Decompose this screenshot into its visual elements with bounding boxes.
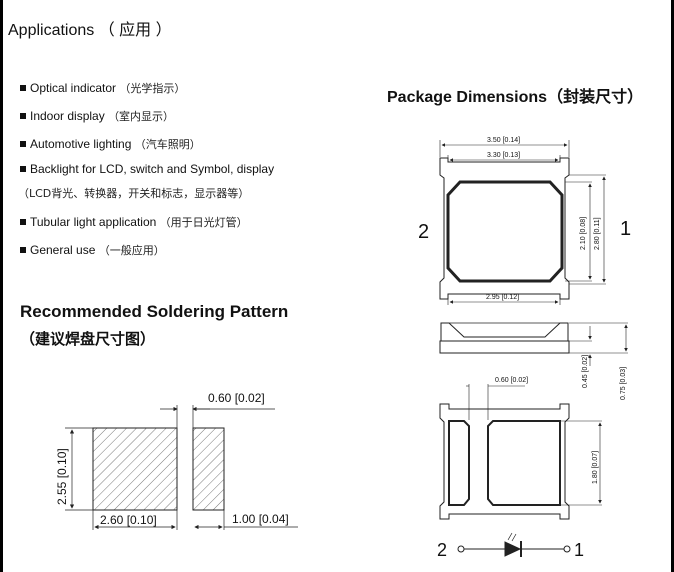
package-outline [439, 157, 570, 300]
dim-outer-width: 3.50 [0.14] [487, 137, 520, 144]
diode-pin-right: 1 [574, 540, 584, 560]
list-item-label: Indoor display [30, 109, 105, 123]
bullet-icon [20, 166, 26, 172]
dim-bottom-width: 2.95 [0.12] [486, 294, 519, 301]
dim-inner-width: 3.30 [0.13] [487, 152, 520, 159]
bullet-icon [20, 219, 26, 225]
bottom-outline [439, 403, 570, 520]
pin-left-label: 2 [418, 221, 429, 243]
dim-height-label: 2.55 [0.10] [55, 448, 69, 505]
list-item-continuation: （LCD背光、转换器，开关和标志，显示器等） [18, 185, 249, 201]
right-border [671, 0, 674, 572]
package-side-view [439, 322, 628, 366]
package-base [439, 340, 570, 354]
list-item: General use （一般应用） [20, 242, 165, 258]
list-item-label: Automotive lighting [30, 137, 132, 151]
solder-pad-small [192, 427, 225, 511]
solder-pad-large [92, 427, 178, 511]
bottom-pad-right [487, 420, 561, 506]
bottom-pad-left [448, 420, 470, 506]
dim-width-label: 2.60 [0.10] [100, 513, 157, 527]
list-item-chinese: （一般应用） [98, 244, 165, 257]
package-bottom-view [439, 384, 602, 520]
dim-gap-label: 0.60 [0.02] [208, 391, 265, 405]
list-item-chinese: （室内显示） [108, 110, 175, 123]
list-item: Indoor display （室内显示） [20, 108, 174, 124]
list-item-label: Tubular light application [30, 215, 157, 229]
list-item: Tubular light application （用于日光灯管） [20, 214, 248, 230]
list-item: Backlight for LCD, switch and Symbol, di… [20, 162, 274, 176]
bullet-icon [20, 247, 26, 253]
list-item: Optical indicator （光学指示） [20, 80, 185, 96]
list-item-label: General use [30, 243, 96, 257]
dim-pad-gap: 0.60 [0.02] [495, 377, 528, 384]
dim-side-b: 0.75 [0.03] [620, 367, 627, 400]
applications-heading: Applications （ 应用 ） [8, 22, 172, 39]
list-item-chinese: （光学指示） [119, 82, 186, 95]
dim-small-label: 1.00 [0.04] [232, 512, 289, 526]
dim-inner-height: 2.10 [0.08] [580, 217, 587, 250]
soldering-pattern-drawing [65, 405, 298, 530]
pin-right-label: 1 [620, 218, 631, 240]
diode-pin-left: 2 [437, 540, 447, 560]
package-top-view [439, 140, 606, 305]
bullet-icon [20, 85, 26, 91]
soldering-title: Recommended Soldering Pattern [20, 302, 289, 321]
list-item-label: Optical indicator [30, 81, 117, 95]
package-title: Package Dimensions（封装尺寸） [387, 89, 644, 106]
bullet-icon [20, 113, 26, 119]
dim-outer-height: 2.80 [0.11] [594, 217, 601, 250]
bullet-icon [20, 141, 26, 147]
list-item: Automotive lighting （汽车照明） [20, 136, 201, 152]
package-side-body [440, 322, 569, 341]
list-item-chinese: （用于日光灯管） [159, 216, 248, 229]
list-item-chinese: （汽车照明） [134, 138, 201, 151]
soldering-subtitle: （建议焊盘尺寸图） [20, 330, 156, 348]
dim-side-a: 0.45 [0.02] [582, 355, 589, 388]
package-lens [446, 180, 564, 283]
list-item-chinese: （LCD背光、转换器，开关和标志，显示器等） [18, 187, 250, 200]
diode-symbol-icon [457, 532, 571, 557]
list-item-label: Backlight for LCD, switch and Symbol, di… [30, 162, 275, 176]
dim-pad-height: 1.80 [0.07] [592, 451, 599, 484]
left-border [0, 0, 3, 572]
